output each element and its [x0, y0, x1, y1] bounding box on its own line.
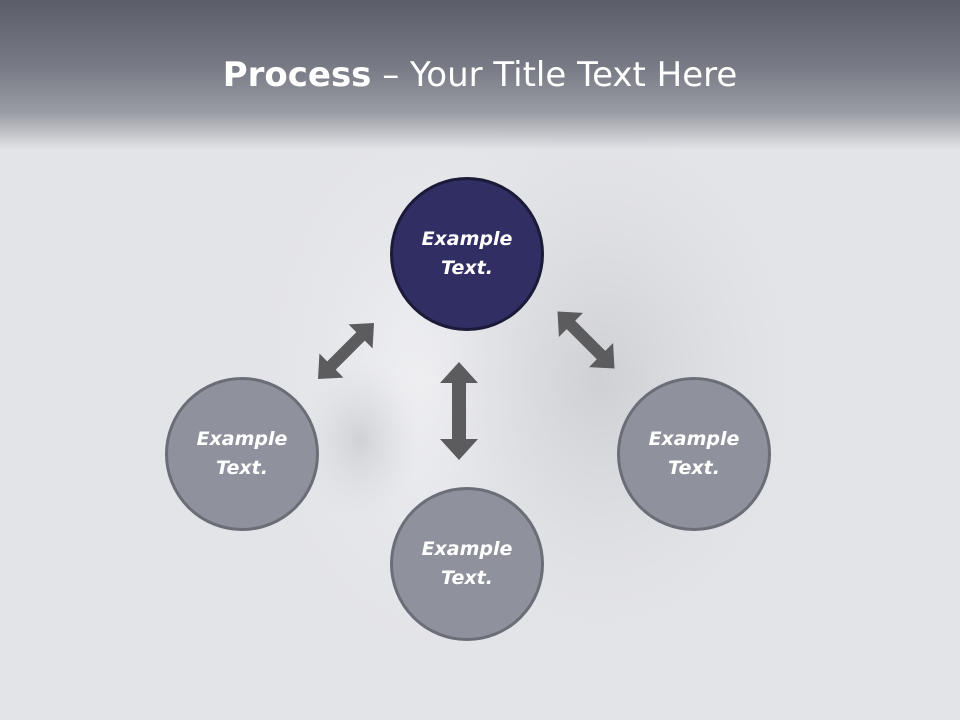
process-node-bottom: Example Text.: [390, 487, 544, 641]
title-bold: Process: [222, 55, 372, 95]
slide-title: Process – Your Title Text Here: [0, 52, 960, 98]
title-rest: – Your Title Text Here: [371, 55, 738, 95]
title-bar: [0, 0, 960, 150]
node-label-right: Example Text.: [648, 428, 740, 479]
process-node-top: Example Text.: [390, 177, 544, 331]
process-node-left: Example Text.: [165, 377, 319, 531]
node-label-bottom: Example Text.: [421, 538, 513, 589]
double-arrow-vertical-icon: [440, 362, 478, 460]
node-label-left: Example Text.: [196, 428, 288, 479]
process-node-right: Example Text.: [617, 377, 771, 531]
double-arrow-right-icon: [557, 311, 615, 369]
double-arrow-left-icon: [317, 322, 375, 380]
node-label-top: Example Text.: [421, 228, 513, 279]
